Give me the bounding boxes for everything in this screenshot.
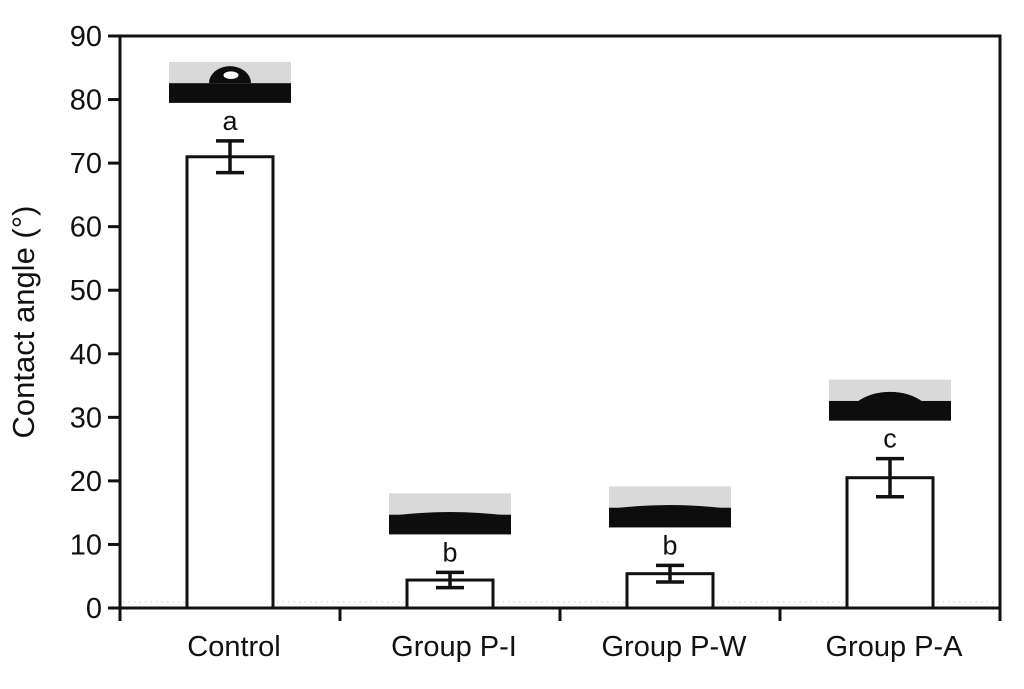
y-axis-tick-label: 60	[70, 212, 102, 244]
droplet-inset-control	[169, 61, 291, 103]
droplet-inset-group-p-w	[609, 486, 731, 528]
y-axis-tick-label: 90	[70, 21, 102, 53]
inset-substrate-band	[169, 83, 291, 103]
y-axis-tick-label: 40	[70, 339, 102, 371]
droplet-profile-icon	[611, 504, 729, 512]
y-axis-tick-label: 10	[70, 529, 102, 561]
y-axis-tick-label: 30	[70, 402, 102, 434]
x-axis-label: Control	[187, 631, 281, 663]
bar-control	[185, 155, 275, 610]
droplet-profile-icon	[857, 391, 923, 402]
x-axis-label: Group P-A	[826, 631, 964, 663]
y-axis-tick-label: 50	[70, 275, 102, 307]
significance-letter: a	[222, 106, 238, 136]
inset-substrate-band	[389, 514, 511, 535]
error-bar	[876, 456, 904, 499]
droplet-inset-group-p-a	[829, 379, 951, 421]
inset-substrate-band	[609, 507, 731, 528]
y-axis-tick-label: 80	[70, 85, 102, 117]
x-axis-label: Group P-I	[391, 631, 517, 663]
y-axis-title: Contact angle (°)	[6, 206, 41, 439]
error-bar	[436, 570, 464, 590]
y-axis-tick-label: 20	[70, 466, 102, 498]
significance-letter: c	[883, 424, 897, 454]
y-axis-tick-label: 0	[86, 593, 102, 625]
error-bar	[216, 139, 244, 175]
inset-substrate-band	[829, 400, 951, 421]
y-axis-tick-label: 70	[70, 148, 102, 180]
significance-letter: b	[442, 537, 457, 567]
droplet-inset-group-p-i	[389, 493, 511, 535]
bar-group-p-a	[845, 476, 935, 610]
significance-letter: b	[662, 530, 677, 560]
droplet-highlight	[223, 71, 239, 79]
error-bar	[656, 563, 684, 584]
droplet-profile-icon	[391, 511, 509, 519]
x-axis-label: Group P-W	[601, 631, 747, 663]
